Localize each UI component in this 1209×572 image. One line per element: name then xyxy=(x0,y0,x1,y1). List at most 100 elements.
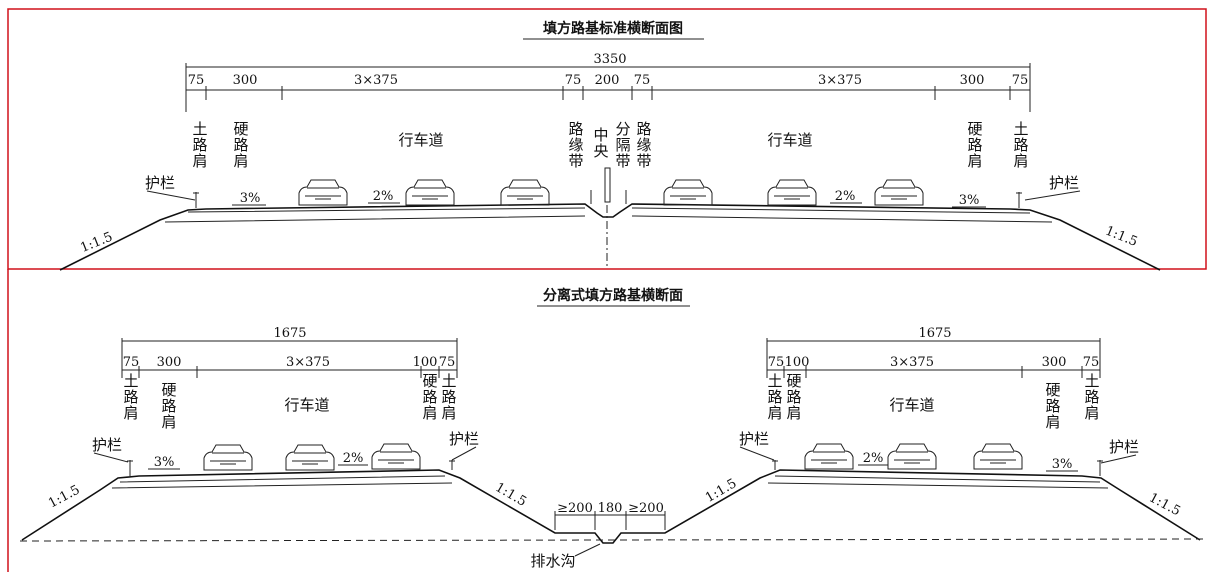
svg-text:路: 路 xyxy=(1013,136,1028,154)
diagram-b: 分离式填方路基横断面 1675 75 300 3×375 100 75 土路肩 … xyxy=(19,287,1206,570)
dim-b-left-0: 75 xyxy=(123,355,140,370)
slope-b-embankment-ll: 1:1.5 xyxy=(46,482,82,511)
svg-text:土: 土 xyxy=(192,120,207,138)
dim-b-left-1: 300 xyxy=(157,355,182,370)
label-a-edge-strip-right: 路缘带 xyxy=(636,120,651,170)
label-b-hard-shoulder-ll: 硬路肩 xyxy=(161,381,176,431)
svg-text:土: 土 xyxy=(767,372,782,390)
slope-a-shoulder-right: 3% xyxy=(959,193,980,208)
svg-text:土: 土 xyxy=(1084,372,1099,390)
dim-b-right-1: 100 xyxy=(785,355,810,370)
svg-text:肩: 肩 xyxy=(1084,404,1099,422)
car-b-5 xyxy=(887,443,937,470)
road-surface-b-left xyxy=(21,469,1201,544)
svg-text:路: 路 xyxy=(161,397,176,415)
svg-text:带: 带 xyxy=(615,152,630,170)
car-a-5 xyxy=(767,179,817,206)
svg-text:缘: 缘 xyxy=(568,136,583,154)
dim-b-right-4: 75 xyxy=(1083,355,1100,370)
guardrail-a-median xyxy=(590,190,627,204)
label-b-soil-shoulder-lr: 土路肩 xyxy=(441,372,456,422)
svg-text:土: 土 xyxy=(123,372,138,390)
slope-b-shoulder-rr: 3% xyxy=(1052,457,1073,472)
label-b-guardrail-rr: 护栏 xyxy=(1109,438,1139,456)
label-b-guardrail-lr: 护栏 xyxy=(449,430,479,448)
svg-text:硬: 硬 xyxy=(1045,381,1060,399)
ditch-dim-1: 180 xyxy=(598,501,623,516)
label-a-edge-strip-left: 路缘带 xyxy=(568,120,583,170)
label-b-soil-shoulder-rl: 土路肩 xyxy=(767,372,782,422)
svg-text:肩: 肩 xyxy=(967,152,982,170)
guardrail-a-left xyxy=(193,192,199,208)
frame-top xyxy=(7,8,1207,270)
diagram-b-half-width-right: 1675 xyxy=(918,326,951,341)
svg-text:肩: 肩 xyxy=(441,404,456,422)
dim-b-right-3: 300 xyxy=(1042,355,1067,370)
label-b-lane-right: 行车道 xyxy=(889,396,934,414)
diagram-a-title: 填方路基标准横断面图 xyxy=(543,20,683,37)
car-a-3 xyxy=(500,179,550,206)
dim-a-1: 300 xyxy=(233,73,258,88)
car-a-4 xyxy=(663,179,713,206)
svg-text:中: 中 xyxy=(593,126,608,144)
label-a-hard-shoulder-left: 硬路肩 xyxy=(233,120,248,170)
svg-text:带: 带 xyxy=(636,152,651,170)
dim-b-right-0: 75 xyxy=(768,355,785,370)
svg-text:肩: 肩 xyxy=(192,152,207,170)
dim-a-5: 75 xyxy=(634,73,651,88)
label-a-soil-shoulder-right: 土路肩 xyxy=(1013,120,1028,170)
label-b-hard-shoulder-rl: 硬路肩 xyxy=(786,372,801,422)
label-b-hard-shoulder-rr: 硬路肩 xyxy=(1045,381,1060,431)
dim-b-left-3: 100 xyxy=(413,355,438,370)
svg-text:硬: 硬 xyxy=(161,381,176,399)
ditch-label: 排水沟 xyxy=(530,552,575,570)
dim-a-6: 3×375 xyxy=(818,73,862,88)
dim-b-right-2: 3×375 xyxy=(890,355,934,370)
dim-a-4: 200 xyxy=(595,73,620,88)
svg-text:路: 路 xyxy=(422,388,437,406)
dim-a-2: 3×375 xyxy=(354,73,398,88)
dim-b-left-2: 3×375 xyxy=(286,355,330,370)
diagram-b-half-width-left: 1675 xyxy=(273,326,306,341)
label-b-soil-shoulder-ll: 土路肩 xyxy=(123,372,138,422)
label-a-guardrail-left: 护栏 xyxy=(145,174,175,192)
road-surface-a xyxy=(59,203,1161,271)
svg-text:路: 路 xyxy=(786,388,801,406)
svg-text:路: 路 xyxy=(1084,388,1099,406)
ditch-dim-2: ≥200 xyxy=(628,501,664,516)
label-a-lane-left: 行车道 xyxy=(398,131,443,149)
svg-text:土: 土 xyxy=(1013,120,1028,138)
svg-text:硬: 硬 xyxy=(967,120,982,138)
slope-a-embankment-right: 1:1.5 xyxy=(1103,224,1140,250)
svg-text:路: 路 xyxy=(441,388,456,406)
svg-text:路: 路 xyxy=(233,136,248,154)
svg-text:硬: 硬 xyxy=(422,372,437,390)
car-b-4 xyxy=(804,443,854,470)
label-a-lane-right: 行车道 xyxy=(767,131,812,149)
svg-text:路: 路 xyxy=(967,136,982,154)
guardrail-b xyxy=(127,460,1103,476)
slope-b-shoulder-ll: 3% xyxy=(154,455,175,470)
svg-text:隔: 隔 xyxy=(615,136,630,154)
label-a-median: 分隔带 xyxy=(615,120,630,170)
svg-text:缘: 缘 xyxy=(636,136,651,154)
dim-a-0: 75 xyxy=(188,73,205,88)
svg-text:路: 路 xyxy=(123,388,138,406)
svg-text:肩: 肩 xyxy=(422,404,437,422)
svg-text:肩: 肩 xyxy=(233,152,248,170)
svg-text:肩: 肩 xyxy=(123,404,138,422)
car-a-1 xyxy=(298,179,348,206)
svg-text:肩: 肩 xyxy=(767,404,782,422)
slope-a-lane-right: 2% xyxy=(835,189,856,204)
slope-a-shoulder-left: 3% xyxy=(240,191,261,206)
guardrail-a-right xyxy=(1016,192,1022,208)
diagram-a-total-width: 3350 xyxy=(593,52,626,67)
svg-text:硬: 硬 xyxy=(786,372,801,390)
slope-b-lane-right: 2% xyxy=(863,451,884,466)
slope-a-lane-left: 2% xyxy=(373,189,394,204)
diagram-a: 填方路基标准横断面图 3350 75 300 3×375 75 200 75 3… xyxy=(59,20,1161,271)
svg-text:肩: 肩 xyxy=(1013,152,1028,170)
dim-a-3: 75 xyxy=(565,73,582,88)
ditch-dim-0: ≥200 xyxy=(557,501,593,516)
svg-text:土: 土 xyxy=(441,372,456,390)
